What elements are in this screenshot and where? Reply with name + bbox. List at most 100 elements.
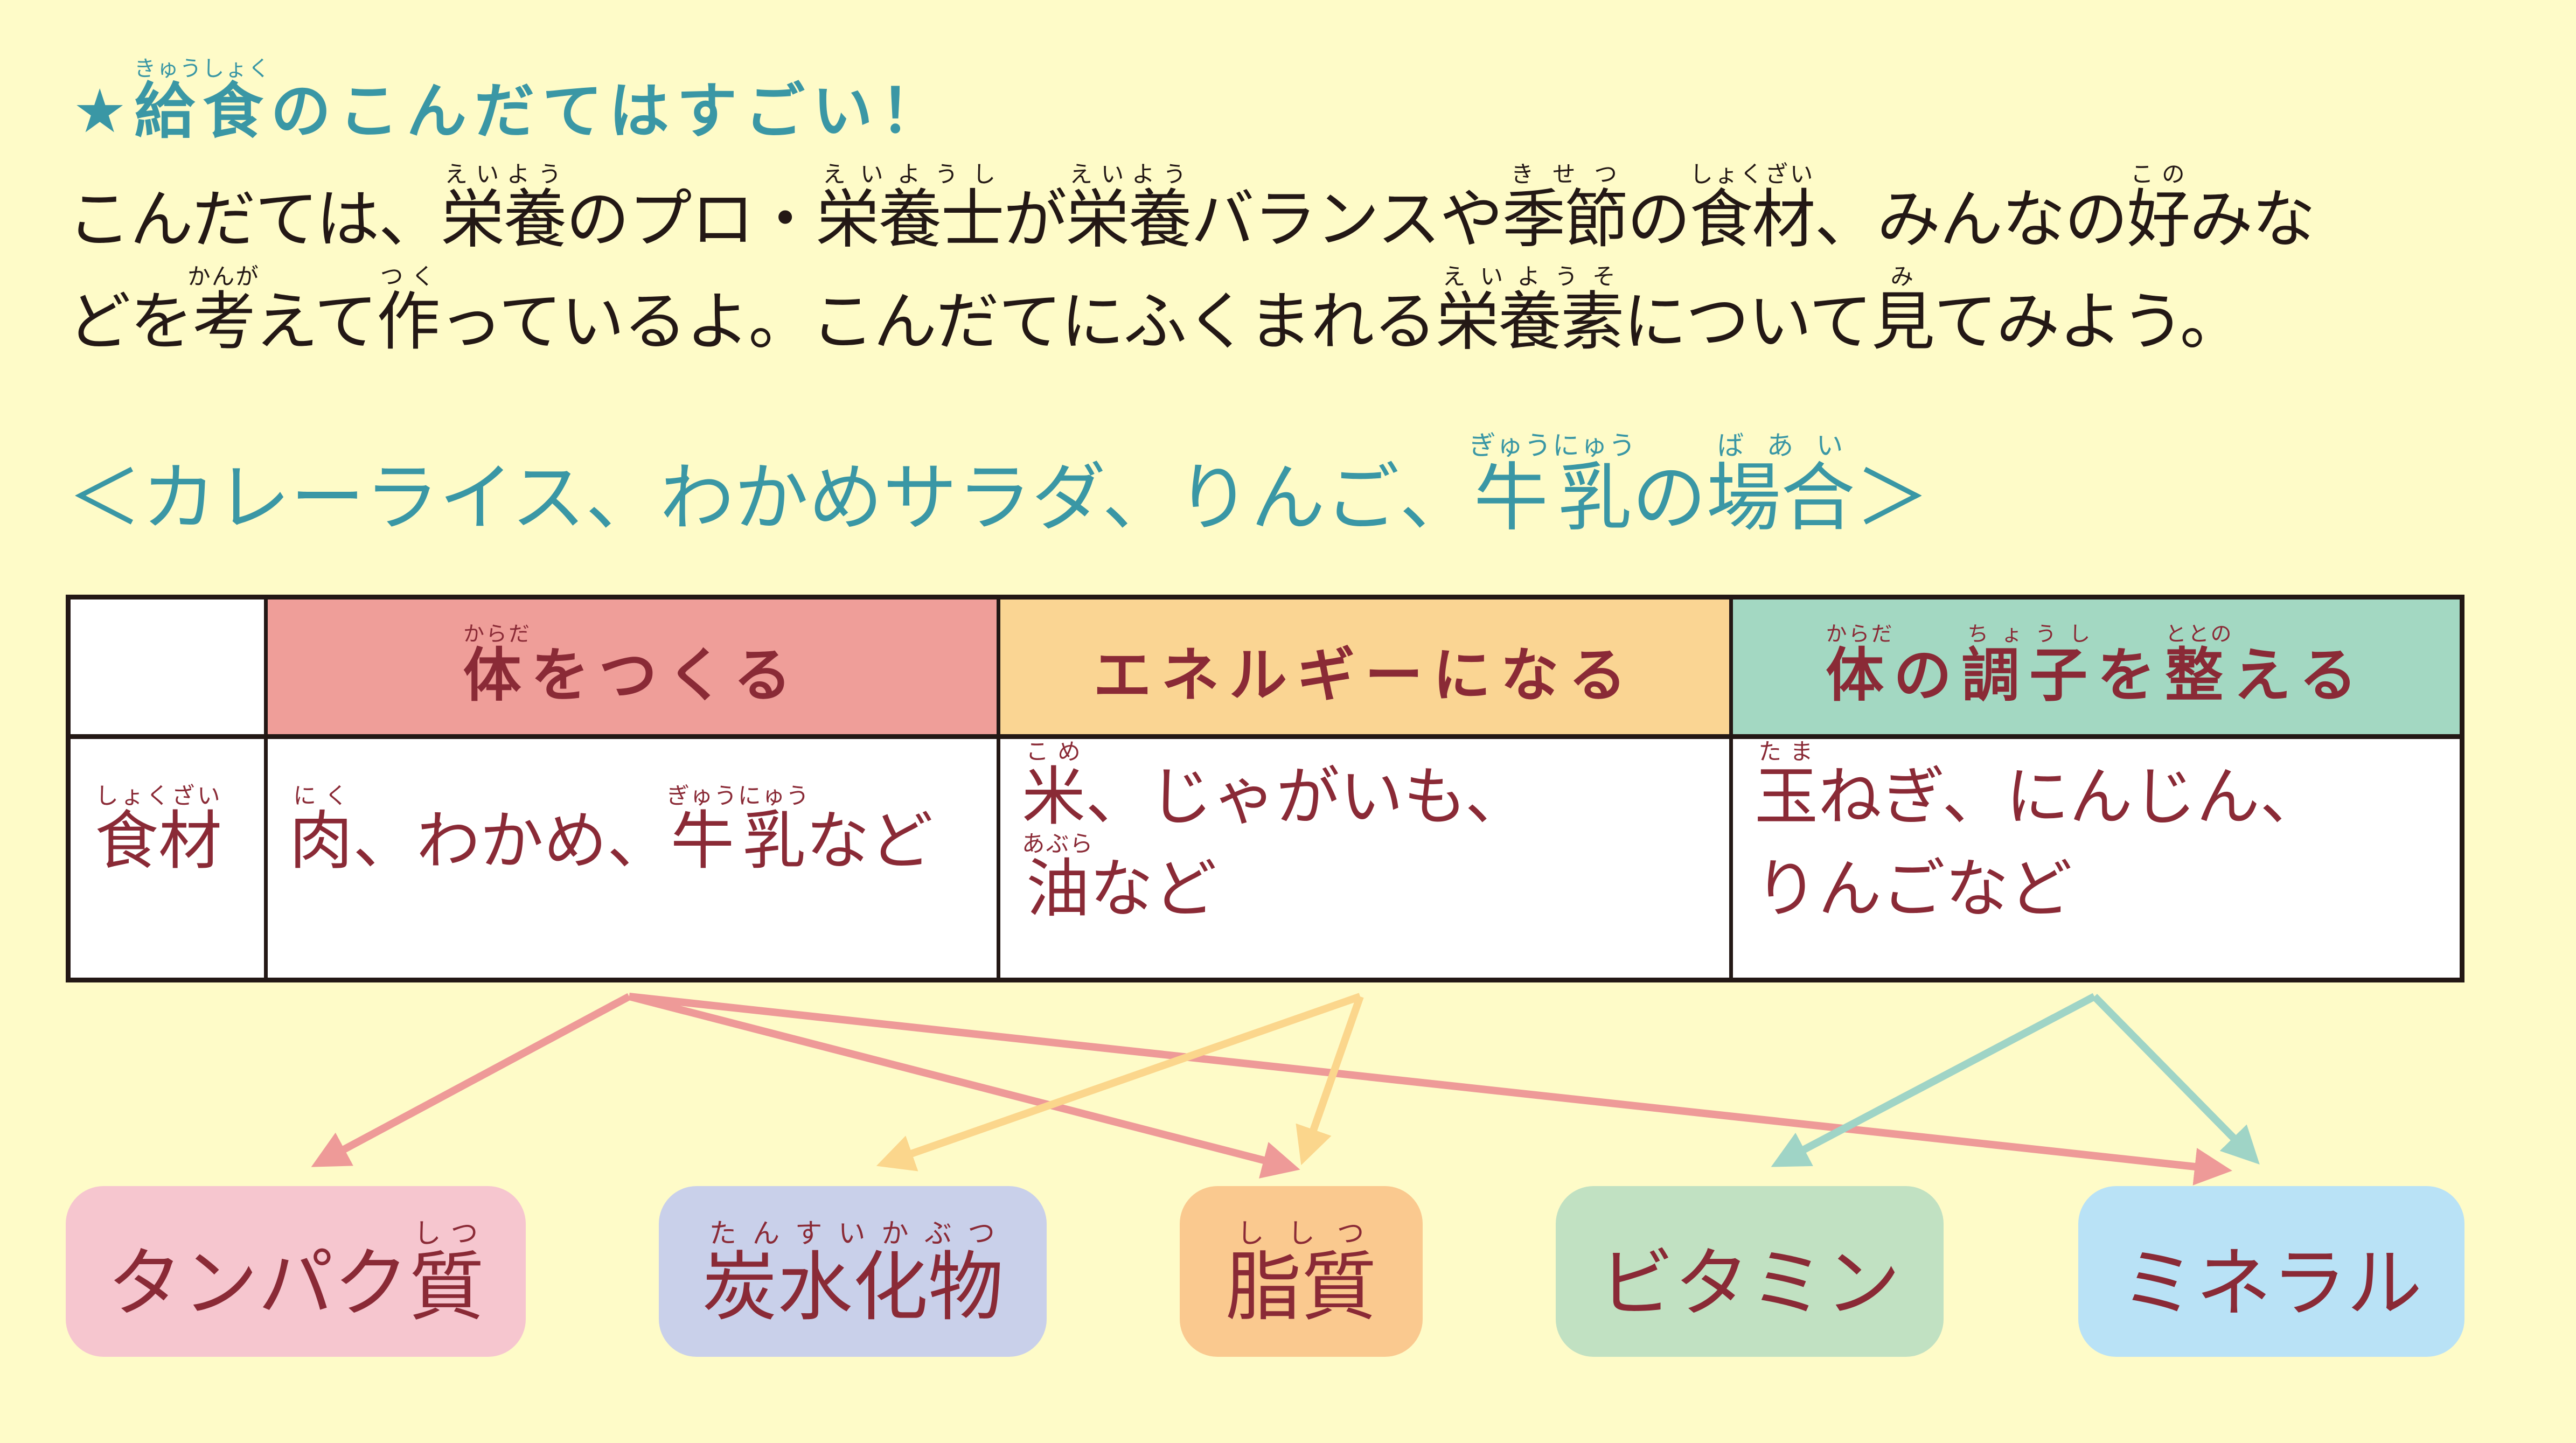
furigana: えいようそ bbox=[1436, 264, 1624, 290]
furigana: きせつ bbox=[1502, 162, 1627, 188]
text-segment: をつくる bbox=[531, 642, 802, 709]
furigana: ととの bbox=[2165, 622, 2233, 646]
text-segment: 、みんなの bbox=[1814, 182, 2128, 256]
text-segment: のプロ・ bbox=[566, 182, 817, 256]
ruby-text: 場合ばあい bbox=[1706, 430, 1855, 541]
ruby-text: 牛乳ぎゅうにゅう bbox=[1469, 430, 1637, 541]
ruby-text: 油あぶら bbox=[1022, 831, 1094, 926]
text-segment: の bbox=[1627, 182, 1690, 256]
furigana: えいようし bbox=[816, 162, 1004, 188]
header-build-body: 体からだをつくる bbox=[268, 599, 1000, 739]
ruby-text: 炭水化物たんすいかぶつ bbox=[701, 1217, 1004, 1332]
text-segment: タンパク bbox=[107, 1239, 409, 1328]
ruby-text: 質しつ bbox=[409, 1217, 485, 1332]
furigana: あぶら bbox=[1022, 831, 1094, 858]
text-segment: 、じゃがいも、 bbox=[1085, 759, 1529, 834]
text-segment: 、わかめ、 bbox=[353, 804, 671, 878]
ruby-text: 食材しょくざい bbox=[95, 783, 222, 878]
nutrient-fat: 脂質ししつ bbox=[1180, 1186, 1423, 1357]
table-corner-cell bbox=[71, 599, 268, 739]
text-segment: こんだては、 bbox=[67, 182, 442, 256]
text-segment: ねぎ、にんじん、 bbox=[1818, 759, 2324, 834]
cell-energy-foods: 米こめ、じゃがいも、油あぶらなど bbox=[1000, 739, 1733, 978]
arrow-build-to-fat bbox=[628, 993, 1300, 1179]
furigana: たま bbox=[1755, 739, 1818, 765]
furigana: ばあい bbox=[1706, 430, 1855, 461]
text-segment: のこんだてはすごい！ bbox=[270, 76, 949, 147]
text-segment: について bbox=[1623, 284, 1872, 359]
furigana: ちょうし bbox=[1961, 622, 2098, 646]
nutrient-mineral: ミネラル bbox=[2078, 1186, 2464, 1357]
ruby-text: 作つく bbox=[377, 264, 440, 359]
row-label-ingredients: 食材しょくざい bbox=[71, 739, 268, 978]
text-segment: ビタミン bbox=[1598, 1239, 1900, 1328]
ruby-text: 体からだ bbox=[463, 622, 531, 709]
ruby-text: 栄養士えいようし bbox=[816, 162, 1005, 256]
text-segment: どを bbox=[67, 284, 193, 359]
furigana: ぎゅうにゅう bbox=[1469, 430, 1637, 461]
intro-paragraph: こんだては、栄養えいようのプロ・栄養士えいようしが栄養えいようバランスや季節きせ… bbox=[67, 162, 2545, 373]
arrow-condition-to-mineral bbox=[2092, 994, 2260, 1165]
ruby-text: 食材しょくざい bbox=[1689, 162, 1815, 256]
furigana: み bbox=[1871, 264, 1934, 290]
ruby-text: 栄養えいよう bbox=[441, 162, 567, 256]
ruby-text: 脂質ししつ bbox=[1226, 1217, 1377, 1332]
nutrient-carbohydrate: 炭水化物たんすいかぶつ bbox=[659, 1186, 1047, 1357]
nutrient-vitamin: ビタミン bbox=[1556, 1186, 1944, 1357]
text-segment: を bbox=[2097, 642, 2166, 709]
furigana: からだ bbox=[1826, 622, 1894, 646]
text-segment: など bbox=[806, 804, 934, 878]
text-segment: ＞ bbox=[1855, 455, 1930, 541]
furigana: しょくざい bbox=[1689, 162, 1815, 188]
furigana: この bbox=[2127, 162, 2190, 188]
ruby-text: 調子ちょうし bbox=[1961, 622, 2098, 709]
text-segment: など bbox=[1089, 852, 1217, 926]
ruby-text: 季節きせつ bbox=[1502, 162, 1628, 256]
text-segment: える bbox=[2233, 642, 2367, 709]
text-segment: てみよう。 bbox=[1933, 284, 2244, 359]
text-segment: バランスや bbox=[1190, 182, 1503, 256]
ruby-text: 牛乳ぎゅうにゅう bbox=[666, 783, 810, 878]
ruby-text: 栄養素えいようそ bbox=[1436, 264, 1624, 359]
furigana: かんが bbox=[187, 264, 260, 290]
nutrition-table: 体からだをつくる エネルギーになる 体からだの調子ちょうしを整ととのえる 食材し… bbox=[66, 595, 2464, 982]
furigana: しつ bbox=[409, 1217, 485, 1249]
furigana: たんすいかぶつ bbox=[701, 1217, 1004, 1249]
text-segment: りんごなど bbox=[1755, 852, 2073, 926]
furigana: えいよう bbox=[441, 162, 566, 188]
text-segment: っているよ。こんだてにふくまれる bbox=[439, 284, 1437, 359]
cell-condition-foods: 玉たまねぎ、にんじん、りんごなど bbox=[1733, 739, 2460, 978]
furigana: にく bbox=[289, 783, 353, 810]
furigana: ぎゅうにゅう bbox=[666, 783, 810, 810]
furigana: ししつ bbox=[1226, 1217, 1377, 1249]
nutrient-protein: タンパク質しつ bbox=[66, 1186, 526, 1357]
text-segment: が bbox=[1003, 182, 1067, 256]
cell-build-foods: 肉にく、わかめ、牛乳ぎゅうにゅうなど bbox=[268, 739, 1000, 978]
text-segment: みな bbox=[2189, 182, 2315, 256]
ruby-text: 米こめ bbox=[1022, 739, 1086, 834]
arrow-build-to-protein bbox=[311, 993, 631, 1167]
furigana: からだ bbox=[463, 622, 531, 646]
arrow-energy-to-fat bbox=[1296, 995, 1364, 1166]
ruby-text: 見み bbox=[1871, 264, 1935, 359]
arrow-energy-to-carbs bbox=[876, 993, 1362, 1172]
ruby-text: 考かんが bbox=[187, 264, 261, 359]
ruby-text: 好この bbox=[2127, 162, 2190, 256]
furigana: こめ bbox=[1022, 739, 1086, 765]
ruby-text: 体からだ bbox=[1826, 622, 1894, 709]
ruby-text: 玉たま bbox=[1755, 739, 1819, 834]
menu-subtitle: ＜カレーライス、わかめサラダ、りんご、牛乳ぎゅうにゅうの場合ばあい＞ bbox=[67, 430, 1930, 550]
arrow-build-to-mineral bbox=[629, 993, 2232, 1186]
page-title: ★給食きゅうしょくのこんだてはすごい！ bbox=[73, 56, 949, 154]
header-body-condition: 体からだの調子ちょうしを整ととのえる bbox=[1733, 599, 2460, 739]
furigana: つく bbox=[377, 264, 440, 290]
furigana: しょくざい bbox=[95, 783, 222, 810]
ruby-text: 給食きゅうしょく bbox=[134, 56, 271, 147]
text-segment: ★ bbox=[73, 76, 135, 147]
text-segment: ミネラル bbox=[2120, 1239, 2422, 1328]
ruby-text: 肉にく bbox=[289, 783, 353, 878]
text-segment: ＜カレーライス、わかめサラダ、りんご、 bbox=[67, 455, 1474, 541]
header-energy: エネルギーになる bbox=[1000, 599, 1733, 739]
furigana: きゅうしょく bbox=[134, 56, 271, 81]
